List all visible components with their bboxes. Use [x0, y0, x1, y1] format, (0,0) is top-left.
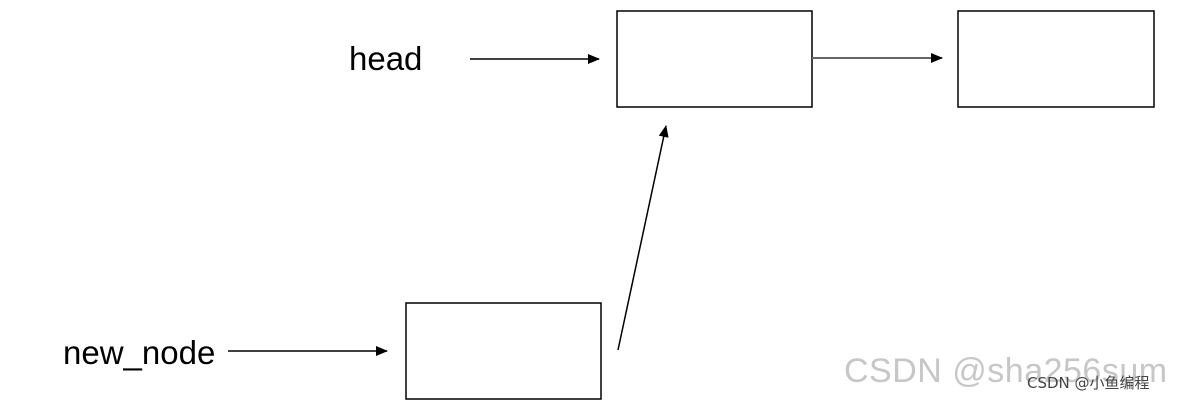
- node-box-first: [616, 10, 813, 108]
- head-label: head: [349, 40, 423, 77]
- node-box-second: [957, 10, 1155, 108]
- new-node-box: [405, 302, 602, 400]
- arrow-new-node-to-first-node: [617, 125, 669, 351]
- watermark-small: CSDN @小鱼编程: [1027, 374, 1150, 392]
- watermark-main: CSDN @sha256sum: [844, 352, 1168, 390]
- new-node-label: new_node: [63, 334, 216, 371]
